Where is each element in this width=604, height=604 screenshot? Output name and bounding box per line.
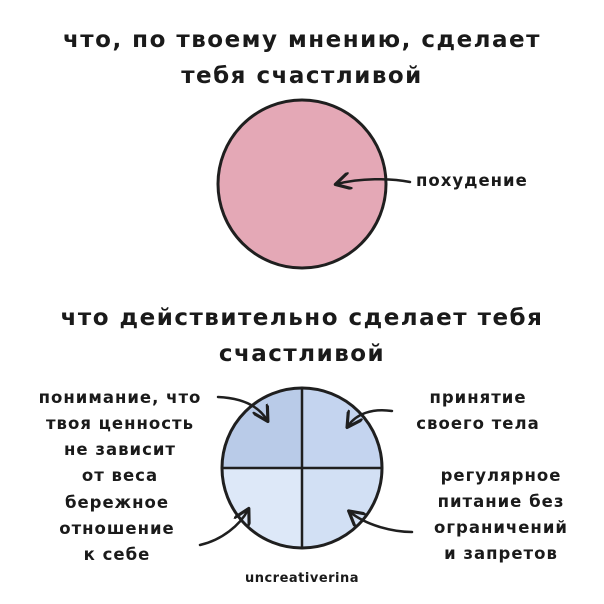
label-regular-nutrition: регулярное питание без ограничений и зап… xyxy=(418,463,584,567)
label-line: понимание, что xyxy=(38,388,202,407)
label-line: бережное xyxy=(64,493,170,512)
pink-circle xyxy=(216,98,388,270)
quadrant-bottom-right xyxy=(302,468,382,548)
quadrant-top-left xyxy=(222,388,302,468)
nutrition-arrow xyxy=(350,512,414,534)
label-line: отношение xyxy=(59,519,175,538)
label-careful-attitude: бережное отношение к себе xyxy=(42,490,192,568)
label-line: от веса xyxy=(81,466,159,485)
careful-arrow xyxy=(198,510,248,547)
label-line: регулярное xyxy=(440,466,562,485)
label-line: питание без xyxy=(437,492,565,511)
label-understanding: понимание, что твоя ценность не зависит … xyxy=(22,385,218,489)
understanding-arrow xyxy=(216,395,267,420)
label-line: своего тела xyxy=(416,414,540,433)
answer-heading-line-2: счастливой xyxy=(218,341,386,367)
answer-heading-line-1: что действительно сделает тебя xyxy=(60,305,544,331)
question-heading-line-2: тебя счастливой xyxy=(181,63,423,89)
quadrant-circle xyxy=(220,386,384,550)
label-acceptance: принятие своего тела xyxy=(398,385,558,437)
weightloss-arrow xyxy=(337,179,412,184)
label-line: твоя ценность xyxy=(45,414,194,433)
question-heading-line-1: что, по твоему мнению, сделает xyxy=(63,27,541,53)
label-weight-loss-text: похудение xyxy=(416,171,528,190)
author-signature: uncreativerina xyxy=(244,571,360,586)
label-line: и запретов xyxy=(444,544,558,563)
label-line: ограничений xyxy=(434,518,568,537)
label-line: к себе xyxy=(83,545,151,564)
quadrant-bottom-left xyxy=(222,468,302,548)
acceptance-arrow xyxy=(348,409,394,426)
label-line: не зависит xyxy=(64,440,176,459)
label-weight-loss: похудение xyxy=(416,168,528,194)
quadrant-top-right xyxy=(302,388,382,468)
label-line: принятие xyxy=(429,388,527,407)
